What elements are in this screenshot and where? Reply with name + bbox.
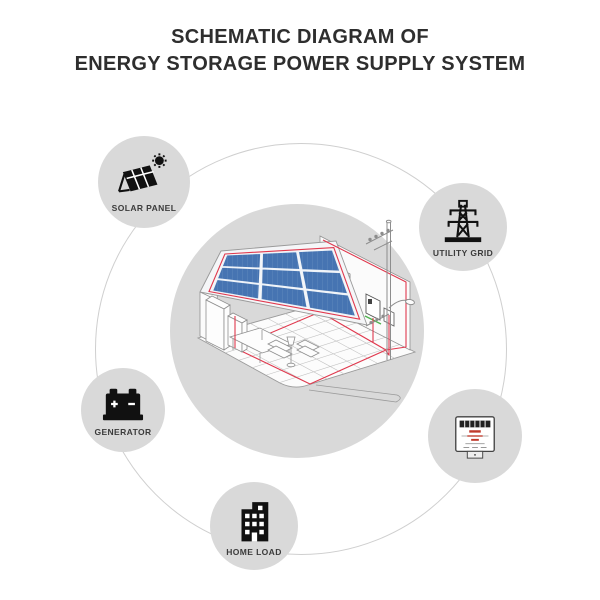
sofa (267, 339, 320, 359)
title-line-1: SCHEMATIC DIAGRAM OF (171, 26, 429, 48)
isometric-house-illustration (196, 219, 417, 403)
rooftop-solar-array (199, 240, 368, 326)
diagram-title: SCHEMATIC DIAGRAM OF ENERGY STORAGE POWE… (0, 24, 600, 78)
central-system-circle (170, 204, 424, 458)
battery-icon (102, 388, 144, 421)
building-icon (241, 502, 269, 542)
node-generator: GENERATOR (81, 368, 165, 452)
panel (117, 165, 158, 193)
floor-lamp (286, 336, 296, 368)
node-energy-meter (428, 389, 522, 483)
solar-panel-with-sun-icon (117, 153, 167, 193)
node-utility-grid: UTILITY GRID (419, 183, 507, 271)
node-label: GENERATOR (94, 427, 152, 437)
title-line-2: ENERGY STORAGE POWER SUPPLY SYSTEM (74, 53, 526, 75)
node-solar-panel: SOLAR PANEL (98, 136, 190, 228)
node-label: HOME LOAD (226, 547, 282, 557)
wardrobe (205, 295, 231, 351)
transmission-tower-icon (444, 199, 482, 243)
utility-pole (365, 219, 415, 360)
node-label: SOLAR PANEL (111, 203, 177, 213)
node-label: UTILITY GRID (432, 248, 494, 258)
connection-ring (95, 143, 507, 555)
sun-icon (152, 153, 167, 168)
array-red-border (208, 247, 361, 320)
electric-meter-icon (455, 416, 495, 459)
cabinet (227, 312, 248, 353)
walkway (308, 384, 401, 403)
node-home-load: HOME LOAD (210, 482, 298, 570)
